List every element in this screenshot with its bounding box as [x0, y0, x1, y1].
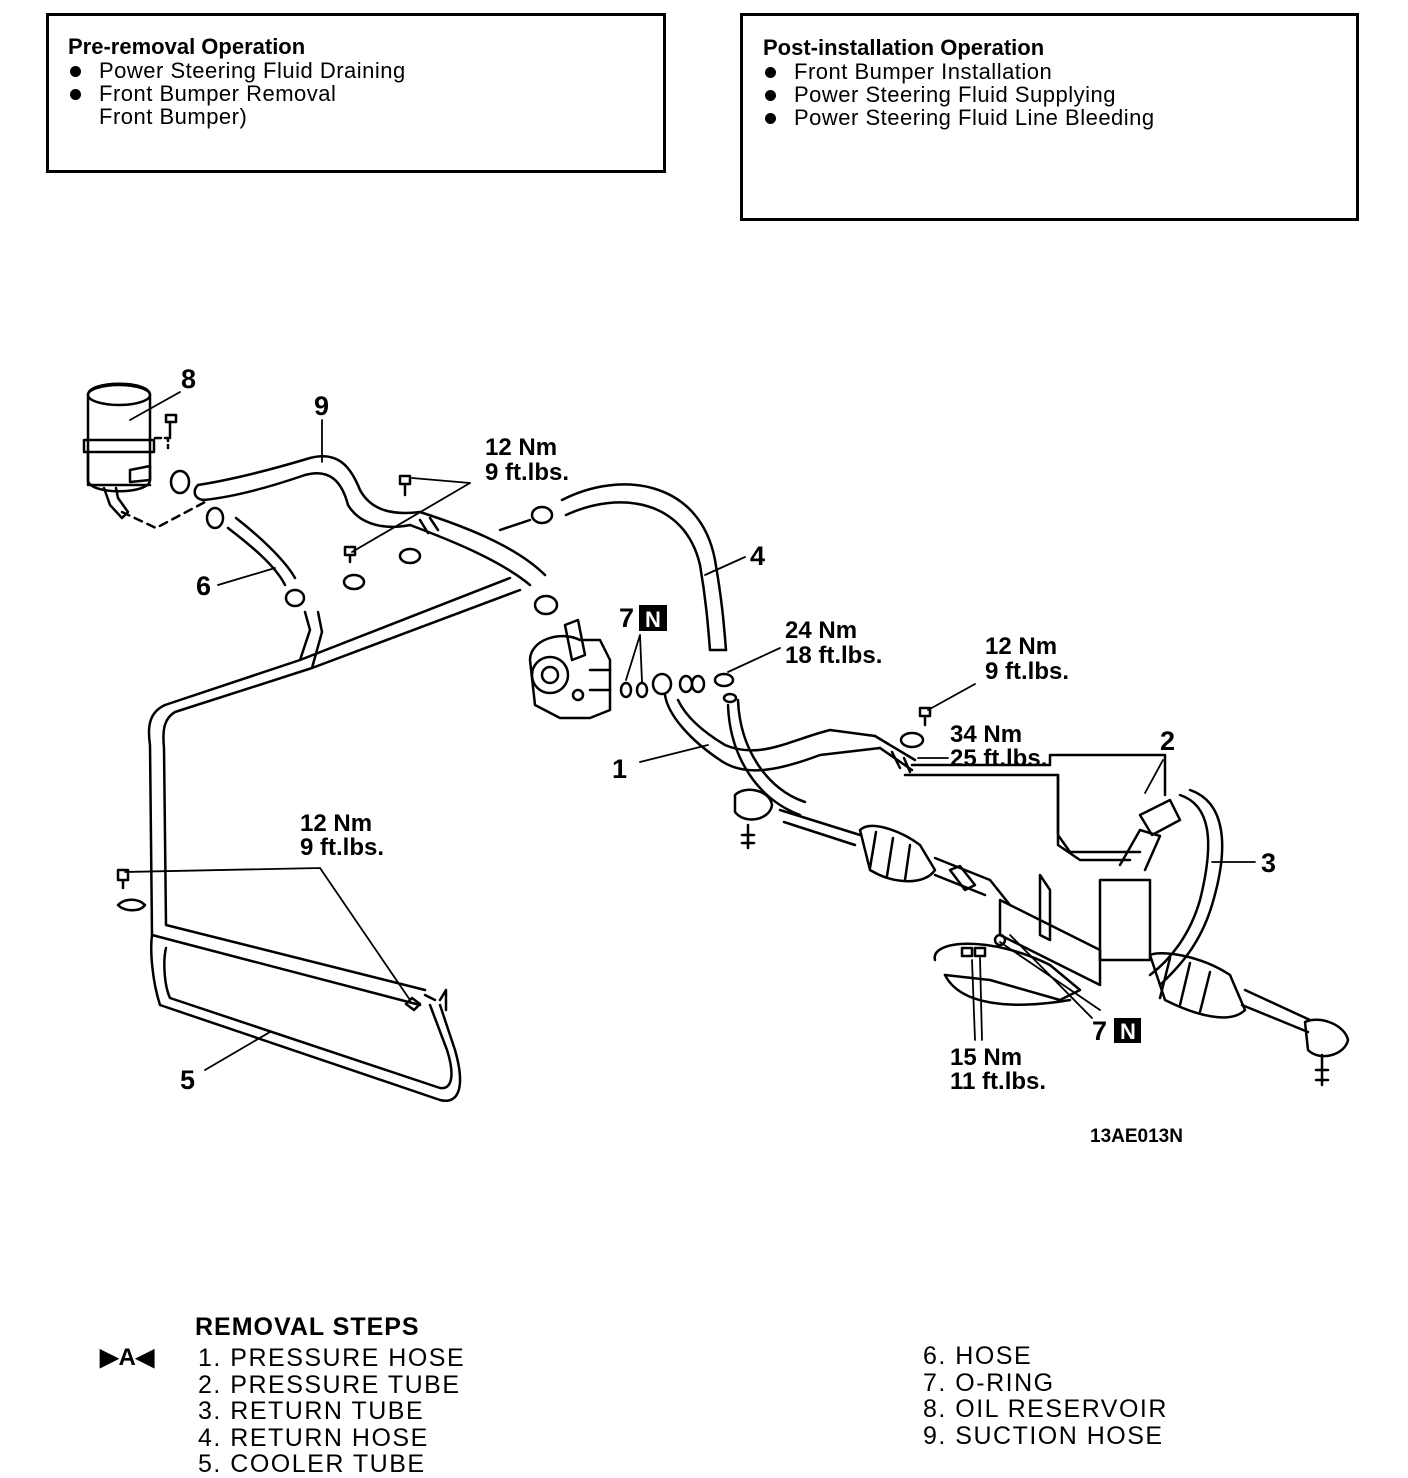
callout-2: 2 [1160, 726, 1175, 756]
torque-11ftlbs: 11 ft.lbs. [950, 1068, 1046, 1095]
pressure-hose-drawing [663, 693, 917, 817]
pre-removal-title: Pre-removal Operation [68, 34, 306, 59]
torque-15nm: 15 Nm [950, 1044, 1022, 1071]
bullet-icon [70, 65, 81, 77]
post-installation-title: Post-installation Operation [763, 35, 1045, 60]
hose-6-drawing [205, 506, 306, 608]
cooler-tube-drawing [116, 576, 522, 1102]
return-hose-drawing [498, 483, 728, 652]
removal-step-4: 4. RETURN HOSE [198, 1423, 429, 1452]
removal-step-5: 5. COOLER TUBE [198, 1450, 426, 1478]
callout-4: 4 [750, 541, 765, 571]
torque-34nm: 34 Nm [950, 721, 1022, 748]
post-installation-item-1: Front Bumper Installation [763, 60, 1356, 83]
removal-step-9: 9. SUCTION HOSE [923, 1421, 1164, 1450]
torque-12nm-upper: 12 Nm [485, 434, 557, 461]
pre-removal-item-2: Front Bumper Removal [68, 82, 663, 105]
oil-reservoir-drawing [82, 382, 207, 530]
bullet-icon [765, 112, 776, 124]
callout-1: 1 [612, 754, 627, 784]
removal-steps-title: REMOVAL STEPS [195, 1313, 420, 1341]
new-part-badges: N N [639, 605, 1141, 1044]
torque-24nm: 24 Nm [785, 617, 857, 644]
callout-9: 9 [314, 391, 329, 421]
torque-18ftlbs: 18 ft.lbs. [785, 642, 882, 669]
removal-step-1: 1. PRESSURE HOSE [198, 1344, 466, 1372]
torque-9ftlbs-upper: 9 ft.lbs. [485, 459, 569, 486]
leader-lines [124, 391, 1256, 1071]
o-rings-drawing [619, 672, 738, 704]
new-part-badge-bottom [1114, 1018, 1141, 1043]
callout-7-top: 7 [619, 603, 634, 633]
torque-12nm-right: 12 Nm [985, 633, 1057, 660]
torque-9ftlbs-lower: 9 ft.lbs. [300, 834, 384, 861]
removal-step-6: 6. HOSE [923, 1342, 1033, 1370]
removal-step-7: 7. O-RING [923, 1368, 1055, 1397]
pre-removal-item-1: Power Steering Fluid Draining [68, 59, 663, 82]
pressure-return-tubes-drawing [903, 753, 1224, 987]
post-installation-item-2: Power Steering Fluid Supplying [763, 83, 1356, 106]
removal-step-8: 8. OIL RESERVOIR [923, 1395, 1168, 1423]
service-point-marker: ▶A◀ [100, 1344, 155, 1371]
bullet-icon [765, 89, 776, 101]
pre-removal-box: Pre-removal Operation Power Steering Flu… [46, 13, 666, 173]
figure-code: 13AE013N [1090, 1126, 1183, 1147]
removal-step-3: 3. RETURN TUBE [198, 1397, 425, 1425]
removal-steps-left: 1. PRESSURE HOSE 2. PRESSURE TUBE 3. RET… [198, 1345, 465, 1478]
torque-9ftlbs-right: 9 ft.lbs. [985, 658, 1069, 685]
bullet-icon [765, 66, 776, 78]
callout-7-bottom: 7 [1092, 1016, 1107, 1046]
power-steering-pump-drawing [528, 618, 612, 720]
torque-labels: 12 Nm 9 ft.lbs. 24 Nm 18 ft.lbs. 12 Nm 9… [300, 434, 1183, 1147]
callout-numbers: 8 9 6 4 7 1 2 3 7 5 [180, 364, 1276, 1095]
badge-n-bottom: N [1120, 1019, 1136, 1044]
suction-hose-drawing [169, 455, 559, 616]
callout-6: 6 [196, 571, 211, 601]
pre-removal-item-2-continuation: Front Bumper) [99, 104, 248, 129]
bolts-drawing [342, 474, 1007, 958]
callout-3: 3 [1261, 848, 1276, 878]
bullet-icon [70, 88, 81, 100]
badge-n-top: N [645, 607, 661, 632]
new-part-badge-top [639, 605, 667, 631]
post-installation-item-3: Power Steering Fluid Line Bleeding [763, 106, 1356, 129]
post-installation-box: Post-installation Operation Front Bumper… [740, 13, 1359, 221]
torque-25ftlbs: 25 ft.lbs. [950, 745, 1047, 772]
torque-12nm-lower: 12 Nm [300, 810, 372, 837]
removal-step-2: 2. PRESSURE TUBE [198, 1370, 461, 1399]
steering-gear-drawing [733, 788, 1350, 1087]
callout-8: 8 [181, 364, 196, 394]
removal-steps-right: 6. HOSE 7. O-RING 8. OIL RESERVOIR 9. SU… [923, 1343, 1168, 1449]
callout-5: 5 [180, 1065, 195, 1095]
